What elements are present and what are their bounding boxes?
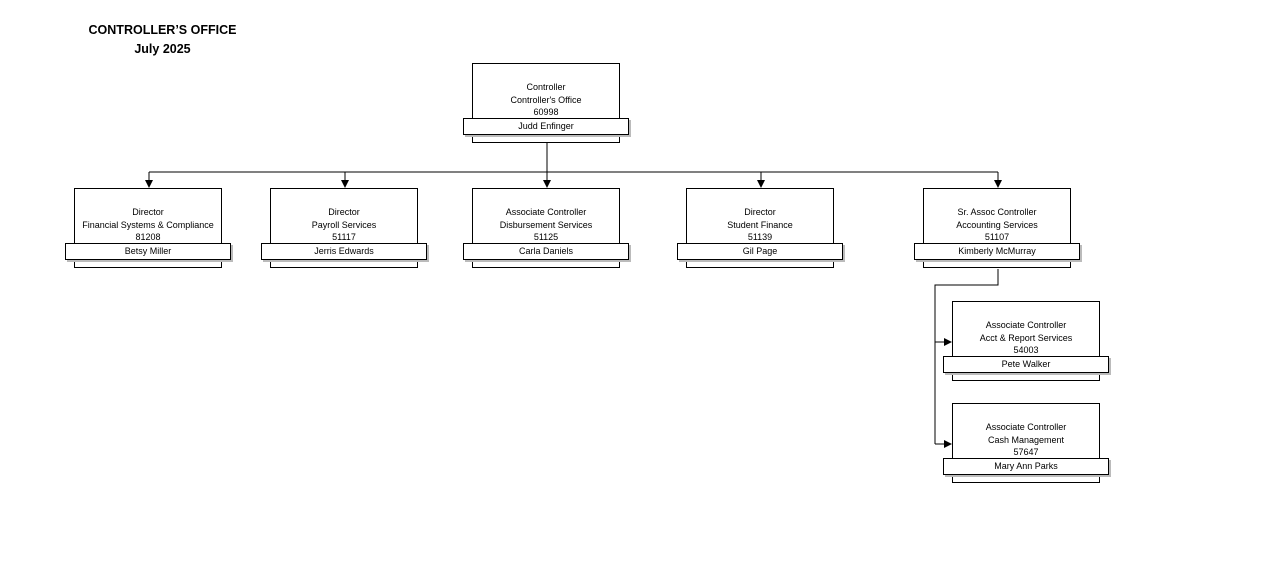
node-title: Director xyxy=(744,207,776,217)
node-payroll[interactable]: Director Payroll Services 51117 Jerris E… xyxy=(261,188,427,268)
node-unit: Acct & Report Services xyxy=(979,332,1073,343)
node-title: Associate Controller xyxy=(985,320,1067,330)
node-name: Kimberly McMurray xyxy=(914,243,1080,260)
node-name: Pete Walker xyxy=(943,356,1109,373)
node-unit: Financial Systems & Compliance xyxy=(82,219,214,230)
node-student-finance[interactable]: Director Student Finance 51139 Gil Page xyxy=(677,188,843,268)
node-number: 60998 xyxy=(533,107,559,117)
node-name: Betsy Miller xyxy=(65,243,231,260)
chart-title: CONTROLLER’S OFFICE xyxy=(88,23,237,37)
node-name: Judd Enfinger xyxy=(463,118,629,135)
node-number: 51107 xyxy=(984,232,1010,242)
node-title: Sr. Assoc Controller xyxy=(957,207,1037,217)
node-title: Controller xyxy=(526,82,566,92)
connector-accounting-sub xyxy=(934,269,999,444)
node-unit: Accounting Services xyxy=(956,219,1038,230)
node-title: Director xyxy=(328,207,360,217)
node-unit: Student Finance xyxy=(727,219,793,230)
node-number: 57647 xyxy=(1013,447,1039,457)
node-unit: Payroll Services xyxy=(311,219,377,230)
chart-date: July 2025 xyxy=(134,42,191,56)
node-number: 54003 xyxy=(1013,345,1039,355)
node-unit: Controller's Office xyxy=(510,94,582,105)
node-acct-report[interactable]: Associate Controller Acct & Report Servi… xyxy=(943,301,1109,381)
node-number: 81208 xyxy=(135,232,161,242)
node-controller[interactable]: Controller Controller's Office 60998 Jud… xyxy=(463,63,629,143)
node-fin-systems[interactable]: Director Financial Systems & Compliance … xyxy=(65,188,231,268)
node-unit: Disbursement Services xyxy=(499,219,593,230)
node-name: Mary Ann Parks xyxy=(943,458,1109,475)
node-cash-mgmt[interactable]: Associate Controller Cash Management 576… xyxy=(943,403,1109,483)
node-name: Jerris Edwards xyxy=(261,243,427,260)
node-name: Carla Daniels xyxy=(463,243,629,260)
node-title: Associate Controller xyxy=(985,422,1067,432)
node-title: Associate Controller xyxy=(505,207,587,217)
node-title: Director xyxy=(132,207,164,217)
node-unit: Cash Management xyxy=(987,434,1065,445)
node-name: Gil Page xyxy=(677,243,843,260)
node-number: 51117 xyxy=(332,232,356,242)
node-accounting[interactable]: Sr. Assoc Controller Accounting Services… xyxy=(914,188,1080,268)
node-number: 51125 xyxy=(533,232,559,242)
node-disbursement[interactable]: Associate Controller Disbursement Servic… xyxy=(463,188,629,268)
node-number: 51139 xyxy=(747,232,773,242)
